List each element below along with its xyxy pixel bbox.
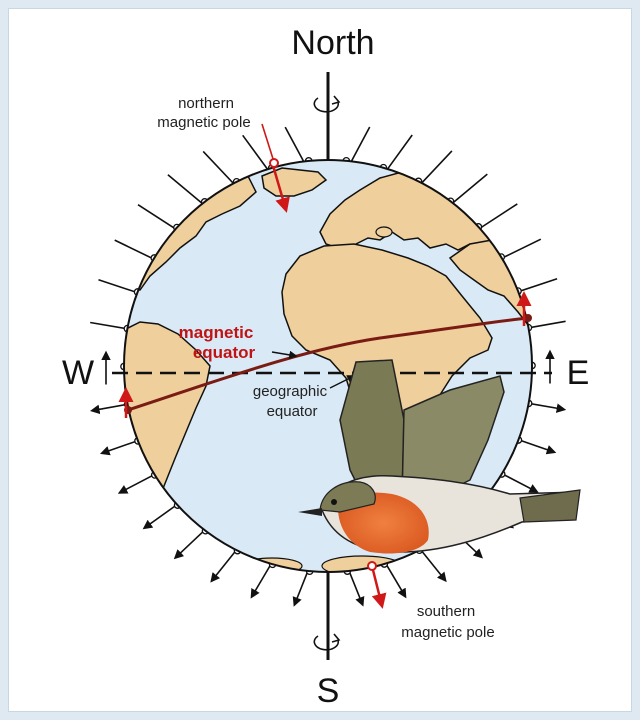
north-pole-pointer [262,124,274,162]
magnetic-equator-label-line2: equator [193,343,256,362]
geographic-equator-label-line2: equator [267,403,318,420]
west-label: W [62,354,94,392]
south-label: S [317,672,340,710]
northern-pole-label-line2: magnetic pole [157,114,250,131]
southern-pole-label-line2: magnetic pole [401,624,494,641]
southern-magnetic-pole-marker [368,562,376,570]
landmass-island [322,556,402,576]
landmass-island [376,227,392,237]
northern-magnetic-pole-marker [270,159,278,167]
geographic-equator-label-line1: geographic [253,383,328,400]
southern-pole-label-line1: southern [417,603,475,620]
east-label: E [567,354,590,392]
south-pole-field-arrow [372,566,382,606]
magnetic-equator-label-line1: magnetic [179,323,254,342]
northern-pole-label-line1: northern [178,95,234,112]
bird-eye [331,499,337,505]
north-label: North [291,24,374,62]
